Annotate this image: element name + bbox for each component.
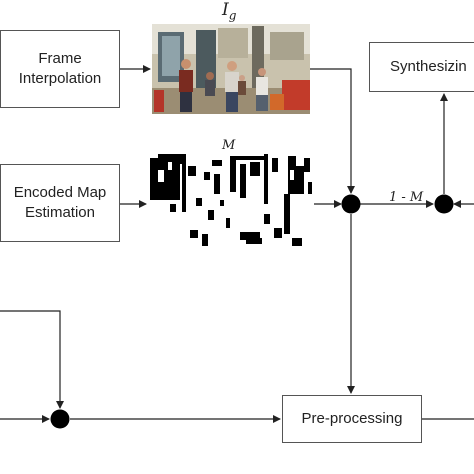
- node-label: Pre-processing: [301, 410, 403, 427]
- arrow-image-to-junction: [310, 68, 355, 194]
- encoded-map-estimation-box: Encoded Map Estimation: [0, 164, 120, 242]
- mask-label: M: [222, 138, 236, 153]
- synthesizing-box: Synthesizin: [369, 42, 474, 92]
- encoded-map-mask-image: [148, 152, 314, 252]
- node-label: Encoded Map: [13, 184, 107, 201]
- interpolated-frame-image: [152, 24, 310, 114]
- complement-mask-label: 1 - M: [389, 190, 424, 205]
- ig-subscript: g: [228, 8, 237, 23]
- node-label: Interpolation: [18, 70, 102, 87]
- ig-letter: I: [222, 0, 229, 20]
- node-label: Estimation: [24, 204, 95, 221]
- junction-node: [341, 194, 361, 214]
- pre-processing-box: Pre-processing: [282, 395, 422, 443]
- node-label: Synthesizin: [390, 58, 467, 75]
- junction-node: [50, 409, 70, 429]
- arrow-left-to-bottom-junction: [0, 310, 64, 409]
- ig-label: Ig: [222, 0, 236, 22]
- node-label: Frame: [38, 50, 82, 67]
- junction-node: [434, 194, 454, 214]
- frame-interpolation-box: Frame Interpolation: [0, 30, 120, 108]
